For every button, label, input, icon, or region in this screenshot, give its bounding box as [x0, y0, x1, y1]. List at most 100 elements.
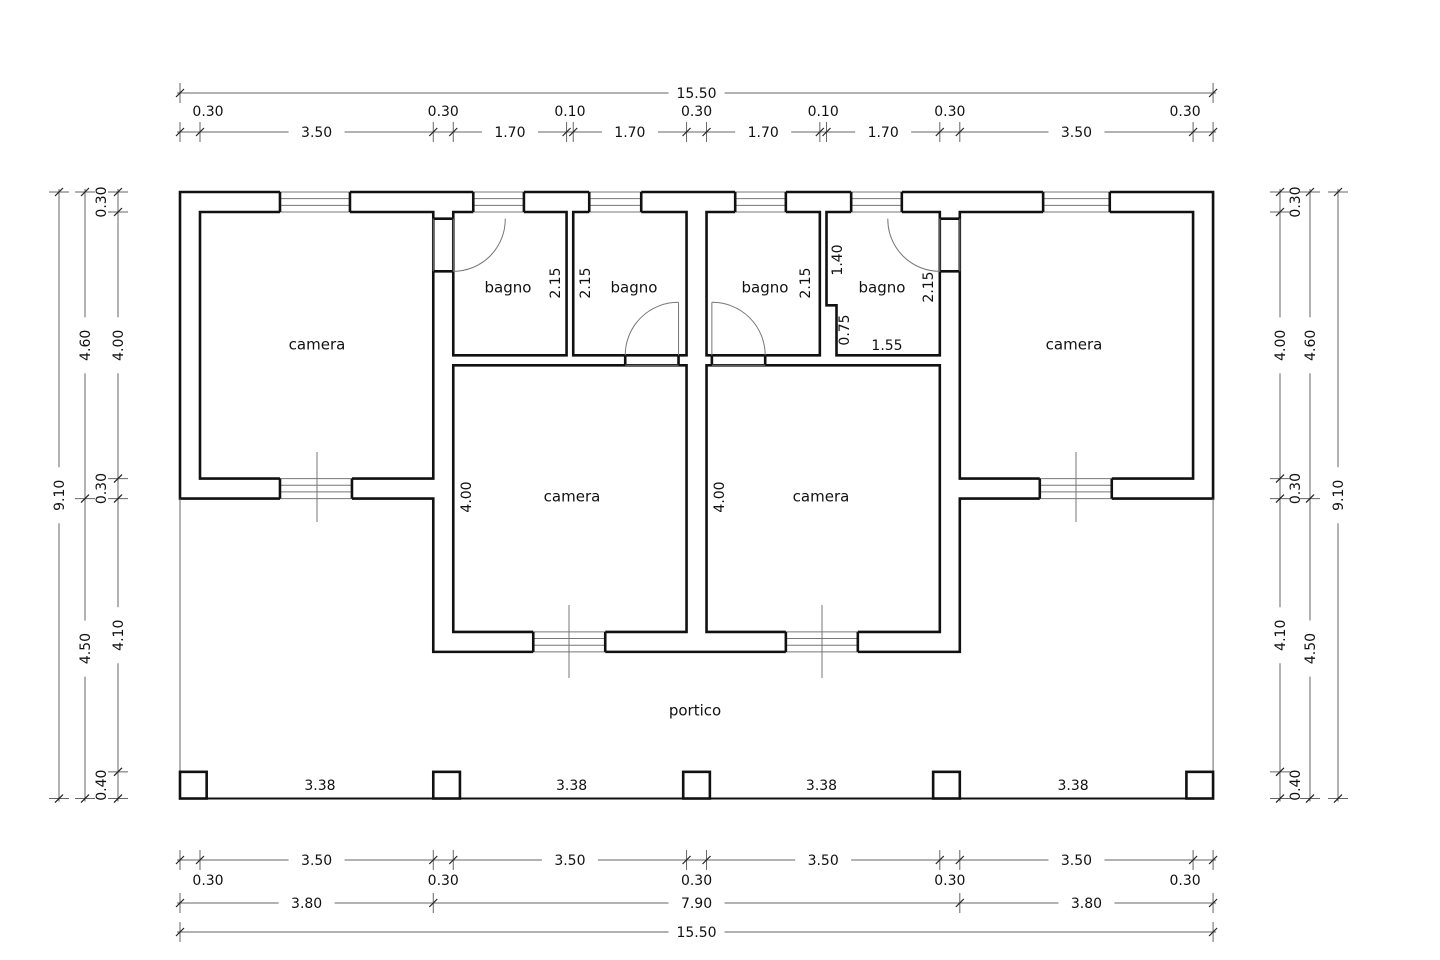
- dimension-label: 4.00: [1273, 330, 1289, 361]
- window: [279, 476, 352, 501]
- dimension-label-bg: [288, 123, 345, 141]
- column-spacing-label: 3.38: [556, 778, 587, 794]
- dimension-label: 0.40: [94, 770, 110, 801]
- column: [931, 770, 962, 800]
- window-gap: [473, 190, 524, 214]
- dimension-label-bg: [1058, 894, 1115, 912]
- room-dimension-label: 1.55: [871, 338, 902, 354]
- dimension-label-bg: [1048, 851, 1105, 869]
- dimension-label-bg: [50, 467, 68, 524]
- dimension-tick: [1188, 855, 1198, 865]
- room-label: camera: [793, 488, 850, 506]
- dimension-tick: [113, 207, 123, 217]
- dimension-tick: [175, 855, 185, 865]
- room-dimension-label: 1.40: [830, 244, 846, 275]
- dimension-label: 4.50: [78, 633, 94, 664]
- dimension-tick: [428, 855, 438, 865]
- dimension-label: 7.90: [681, 896, 712, 912]
- door-swing-arc: [887, 218, 940, 272]
- dimension-label-bg: [1048, 123, 1105, 141]
- window: [851, 190, 902, 214]
- dimension-tick: [195, 127, 205, 137]
- dimension-tick: [175, 127, 185, 137]
- dimension-label-bg: [855, 123, 912, 141]
- dimension-label: 4.10: [1273, 620, 1289, 651]
- dimension-label: 0.30: [934, 104, 965, 120]
- room-label: camera: [544, 488, 601, 506]
- window-gap: [1043, 190, 1110, 214]
- dimension-tick: [1333, 794, 1343, 803]
- dimension-tick: [428, 898, 438, 908]
- dimension-tick: [1208, 88, 1218, 98]
- window-gap: [735, 190, 786, 214]
- room-dimension-label: 2.15: [548, 267, 564, 298]
- dimension-label: 0.30: [94, 186, 110, 217]
- window-gap: [589, 190, 642, 214]
- dimension-tick: [1208, 855, 1218, 865]
- dimension-tick: [1305, 794, 1315, 803]
- window: [473, 190, 524, 214]
- room-dimension-label: 0.75: [837, 314, 853, 345]
- dimension-label: 0.30: [934, 873, 965, 889]
- column-spacing-label: 3.38: [304, 778, 335, 794]
- dimension-tick: [1208, 927, 1218, 937]
- window-gap: [279, 190, 350, 214]
- column-spacing-label: 3.38: [1058, 778, 1089, 794]
- dimension-label: 0.30: [428, 873, 459, 889]
- dimension-tick: [448, 127, 458, 137]
- dimension-tick: [1208, 898, 1218, 908]
- dimension-tick: [935, 127, 945, 137]
- dimension-label: 4.50: [1303, 633, 1319, 664]
- dimension-tick: [1188, 127, 1198, 137]
- room-label: bagno: [859, 279, 906, 297]
- dimension-label: 9.10: [52, 480, 68, 511]
- dimension-label: 0.30: [1288, 473, 1304, 504]
- dimension-tick: [113, 474, 123, 484]
- dimension-label-bg: [76, 620, 94, 677]
- dimension-label-bg: [1301, 317, 1319, 374]
- dimension-label-bg: [601, 123, 658, 141]
- dimension-label-bg: [481, 123, 538, 141]
- room-outline-camera-center-right: [705, 363, 942, 634]
- dimension-tick: [1275, 767, 1285, 777]
- room-dimension-label: 4.00: [459, 481, 475, 512]
- dimension-tick: [955, 127, 965, 137]
- dimension-label: 0.30: [192, 873, 223, 889]
- room-outline-bagno-4: [825, 210, 942, 357]
- door-swing-arc: [453, 218, 506, 272]
- dimension-tick: [682, 127, 691, 137]
- dimension-label-bg: [76, 317, 94, 374]
- dimension-tick: [1305, 187, 1315, 197]
- column-spacing-label: 3.38: [806, 778, 837, 794]
- dimension-tick: [54, 794, 64, 803]
- dimension-label: 1.70: [748, 125, 779, 141]
- window: [589, 190, 642, 214]
- dimension-label-bg: [668, 923, 725, 941]
- dimension-tick: [562, 127, 571, 137]
- dimension-label: 15.50: [676, 925, 716, 941]
- dimension-tick: [1275, 794, 1285, 803]
- dimension-label: 15.50: [676, 86, 716, 102]
- dimension-label-bg: [735, 123, 792, 141]
- dimension-label: 3.50: [301, 853, 332, 869]
- dimension-tick: [80, 187, 90, 197]
- dimension-label: 0.30: [1169, 873, 1200, 889]
- dimension-label: 4.00: [111, 330, 127, 361]
- dimension-label: 3.50: [1061, 125, 1092, 141]
- exterior-wall: [178, 190, 1215, 654]
- dimension-tick: [568, 127, 578, 137]
- dimension-label-bg: [1329, 467, 1347, 524]
- window: [279, 190, 350, 214]
- dimension-label: 0.40: [1288, 770, 1304, 801]
- dimension-tick: [682, 855, 691, 865]
- room-dimension-label: 2.15: [578, 267, 594, 298]
- dimension-label: 0.30: [1288, 186, 1304, 217]
- dimension-label-bg: [1271, 317, 1289, 374]
- dimension-tick: [113, 187, 123, 197]
- dimension-label: 3.50: [301, 125, 332, 141]
- dimension-label-bg: [795, 851, 852, 869]
- dimension-tick: [1305, 494, 1315, 504]
- room-outline-bagno-1: [451, 210, 568, 357]
- dimension-tick: [935, 855, 945, 865]
